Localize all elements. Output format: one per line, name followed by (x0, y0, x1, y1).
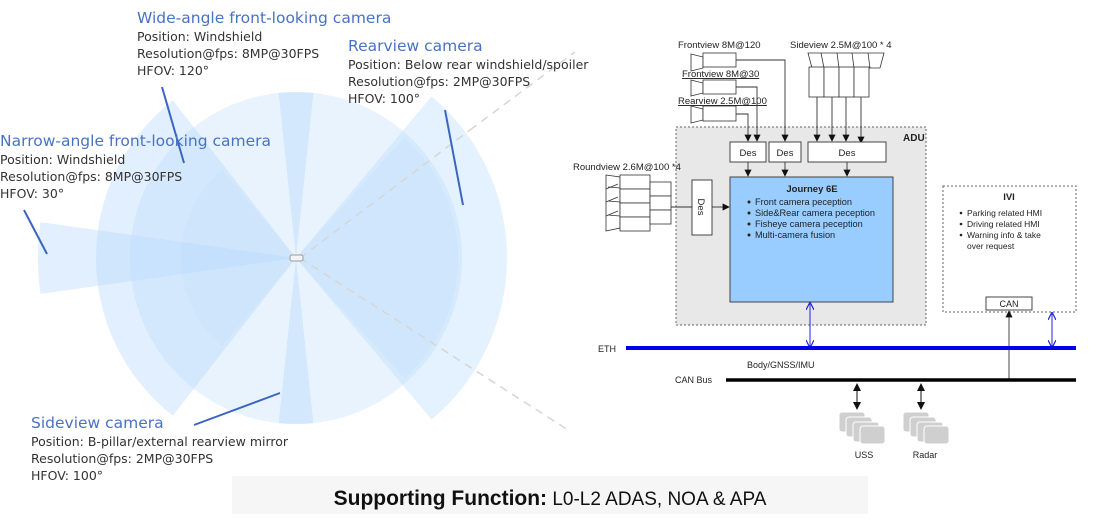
supporting-function-banner: Supporting Function: L0-L2 ADAS, NOA & A… (232, 476, 868, 514)
des-label: Des (740, 148, 757, 159)
leader-side (193, 392, 281, 426)
camera-position: Position: Below rear windshield/spoiler (348, 57, 589, 72)
sideview-label: Sideview 2.5M@100 * 4 (790, 40, 892, 51)
fov-wide-front (96, 100, 296, 416)
leader-narrow-front (23, 209, 48, 255)
camera-hfov: HFOV: 100° (31, 468, 104, 483)
camera-label-narrow-front: Narrow-angle front-looking camera Positi… (0, 132, 271, 202)
ivi-can-label: CAN (999, 299, 1018, 309)
dashed-rear-boundary-upper (299, 129, 471, 259)
leader-rear (444, 109, 464, 206)
ivi-bullets: Parking related HMI Driving related HMI … (959, 208, 1042, 251)
fov-wedges (37, 91, 507, 424)
eth-label: ETH (598, 344, 616, 354)
adu-label: ADU (903, 133, 925, 144)
camera-title: Narrow-angle front-looking camera (0, 132, 272, 150)
camera-label-wide-front: Wide-angle front-looking camera Position… (137, 9, 391, 79)
can-bus-label: CAN Bus (675, 375, 713, 385)
ivi-can-box (985, 296, 1033, 311)
camera-resolution: Resolution@fps: 2MP@30FPS (348, 74, 531, 89)
soc-bullet: Multi-camera fusion (755, 230, 835, 240)
sideview-camera-icons (807, 52, 885, 98)
camera-position: Position: B-pillar/external rearview mir… (31, 434, 289, 449)
ivi-bullet-cont: over request (967, 241, 1015, 251)
camera-title: Sideview camera (31, 414, 164, 432)
rearview-link (736, 113, 752, 142)
soc-bullet: Fisheye camera peception (755, 219, 863, 229)
soc-bullet: Side&Rear camera peception (755, 208, 875, 218)
radar-label: Radar (913, 450, 938, 460)
dashed-rear-boundary-upper-ext (469, 51, 576, 131)
soc-title: Journey 6E (786, 184, 837, 195)
rearview-camera-icon (690, 105, 737, 124)
ivi-bullet: Parking related HMI (967, 208, 1042, 218)
fov-narrow-front (37, 222, 296, 294)
frontview-30-camera-icon (690, 79, 737, 97)
dashed-rear-boundary-lower (299, 257, 569, 431)
fov-side-top (278, 91, 314, 258)
camera-coverage-diagram (23, 51, 576, 431)
camera-hfov: HFOV: 30° (0, 186, 65, 201)
leader-wide-front (161, 86, 185, 164)
fov-inner-right (296, 137, 459, 379)
system-architecture-diagram: ADU Frontview 8M@120 Frontview 8M@30 Rea… (573, 40, 1077, 460)
uss-label: USS (855, 450, 874, 460)
camera-label-rear: Rearview camera Position: Below rear win… (348, 37, 588, 107)
uss-sensor-icon (838, 411, 886, 445)
frontview-120-link (736, 59, 789, 142)
ivi-title: IVI (1003, 192, 1015, 203)
roundview-camera-icons (605, 174, 672, 232)
ivi-bullet: Warning info & take (967, 230, 1041, 240)
fov-side-bottom (278, 258, 314, 424)
frontview-30-link (736, 86, 761, 142)
roundview-label: Roundview 2.6M@100 *4 (573, 162, 681, 173)
camera-hfov: HFOV: 120° (137, 63, 210, 78)
ivi-bullet: Driving related HMI (967, 219, 1040, 229)
camera-position: Position: Windshield (137, 29, 263, 44)
fov-inner-left (181, 169, 296, 347)
frontview-120-camera-icon (690, 52, 737, 72)
camera-resolution: Resolution@fps: 2MP@30FPS (31, 451, 214, 466)
soc-bullets: Front camera peception Side&Rear camera … (747, 197, 875, 240)
camera-title: Wide-angle front-looking camera (137, 9, 392, 27)
supporting-function-value: L0-L2 ADAS, NOA & APA (547, 489, 767, 510)
vehicle-icon (289, 254, 304, 262)
camera-label-side: Sideview camera Position: B-pillar/exter… (31, 414, 288, 484)
soc-journey-box (729, 176, 894, 303)
frontview-120-label: Frontview 8M@120 (678, 40, 761, 51)
ivi-container (942, 185, 1077, 313)
camera-title: Rearview camera (348, 37, 483, 55)
des-box-roundview (691, 179, 713, 236)
rearview-label: Rearview 2.5M@100 (678, 96, 767, 107)
fov-rear (296, 96, 507, 420)
body-gnss-imu-label: Body/GNSS/IMU (747, 360, 815, 370)
des-label: Des (777, 148, 794, 159)
soc-bullet: Front camera peception (755, 197, 852, 207)
supporting-function-heading: Supporting Function: (333, 487, 548, 510)
des-label: Des (695, 199, 706, 216)
camera-position: Position: Windshield (0, 152, 126, 167)
des-label: Des (839, 148, 856, 159)
camera-resolution: Resolution@fps: 8MP@30FPS (137, 46, 320, 61)
radar-sensor-icon (902, 411, 950, 445)
camera-hfov: HFOV: 100° (348, 91, 421, 106)
camera-resolution: Resolution@fps: 8MP@30FPS (0, 169, 183, 184)
frontview-30-label: Frontview 8M@30 (682, 69, 759, 80)
